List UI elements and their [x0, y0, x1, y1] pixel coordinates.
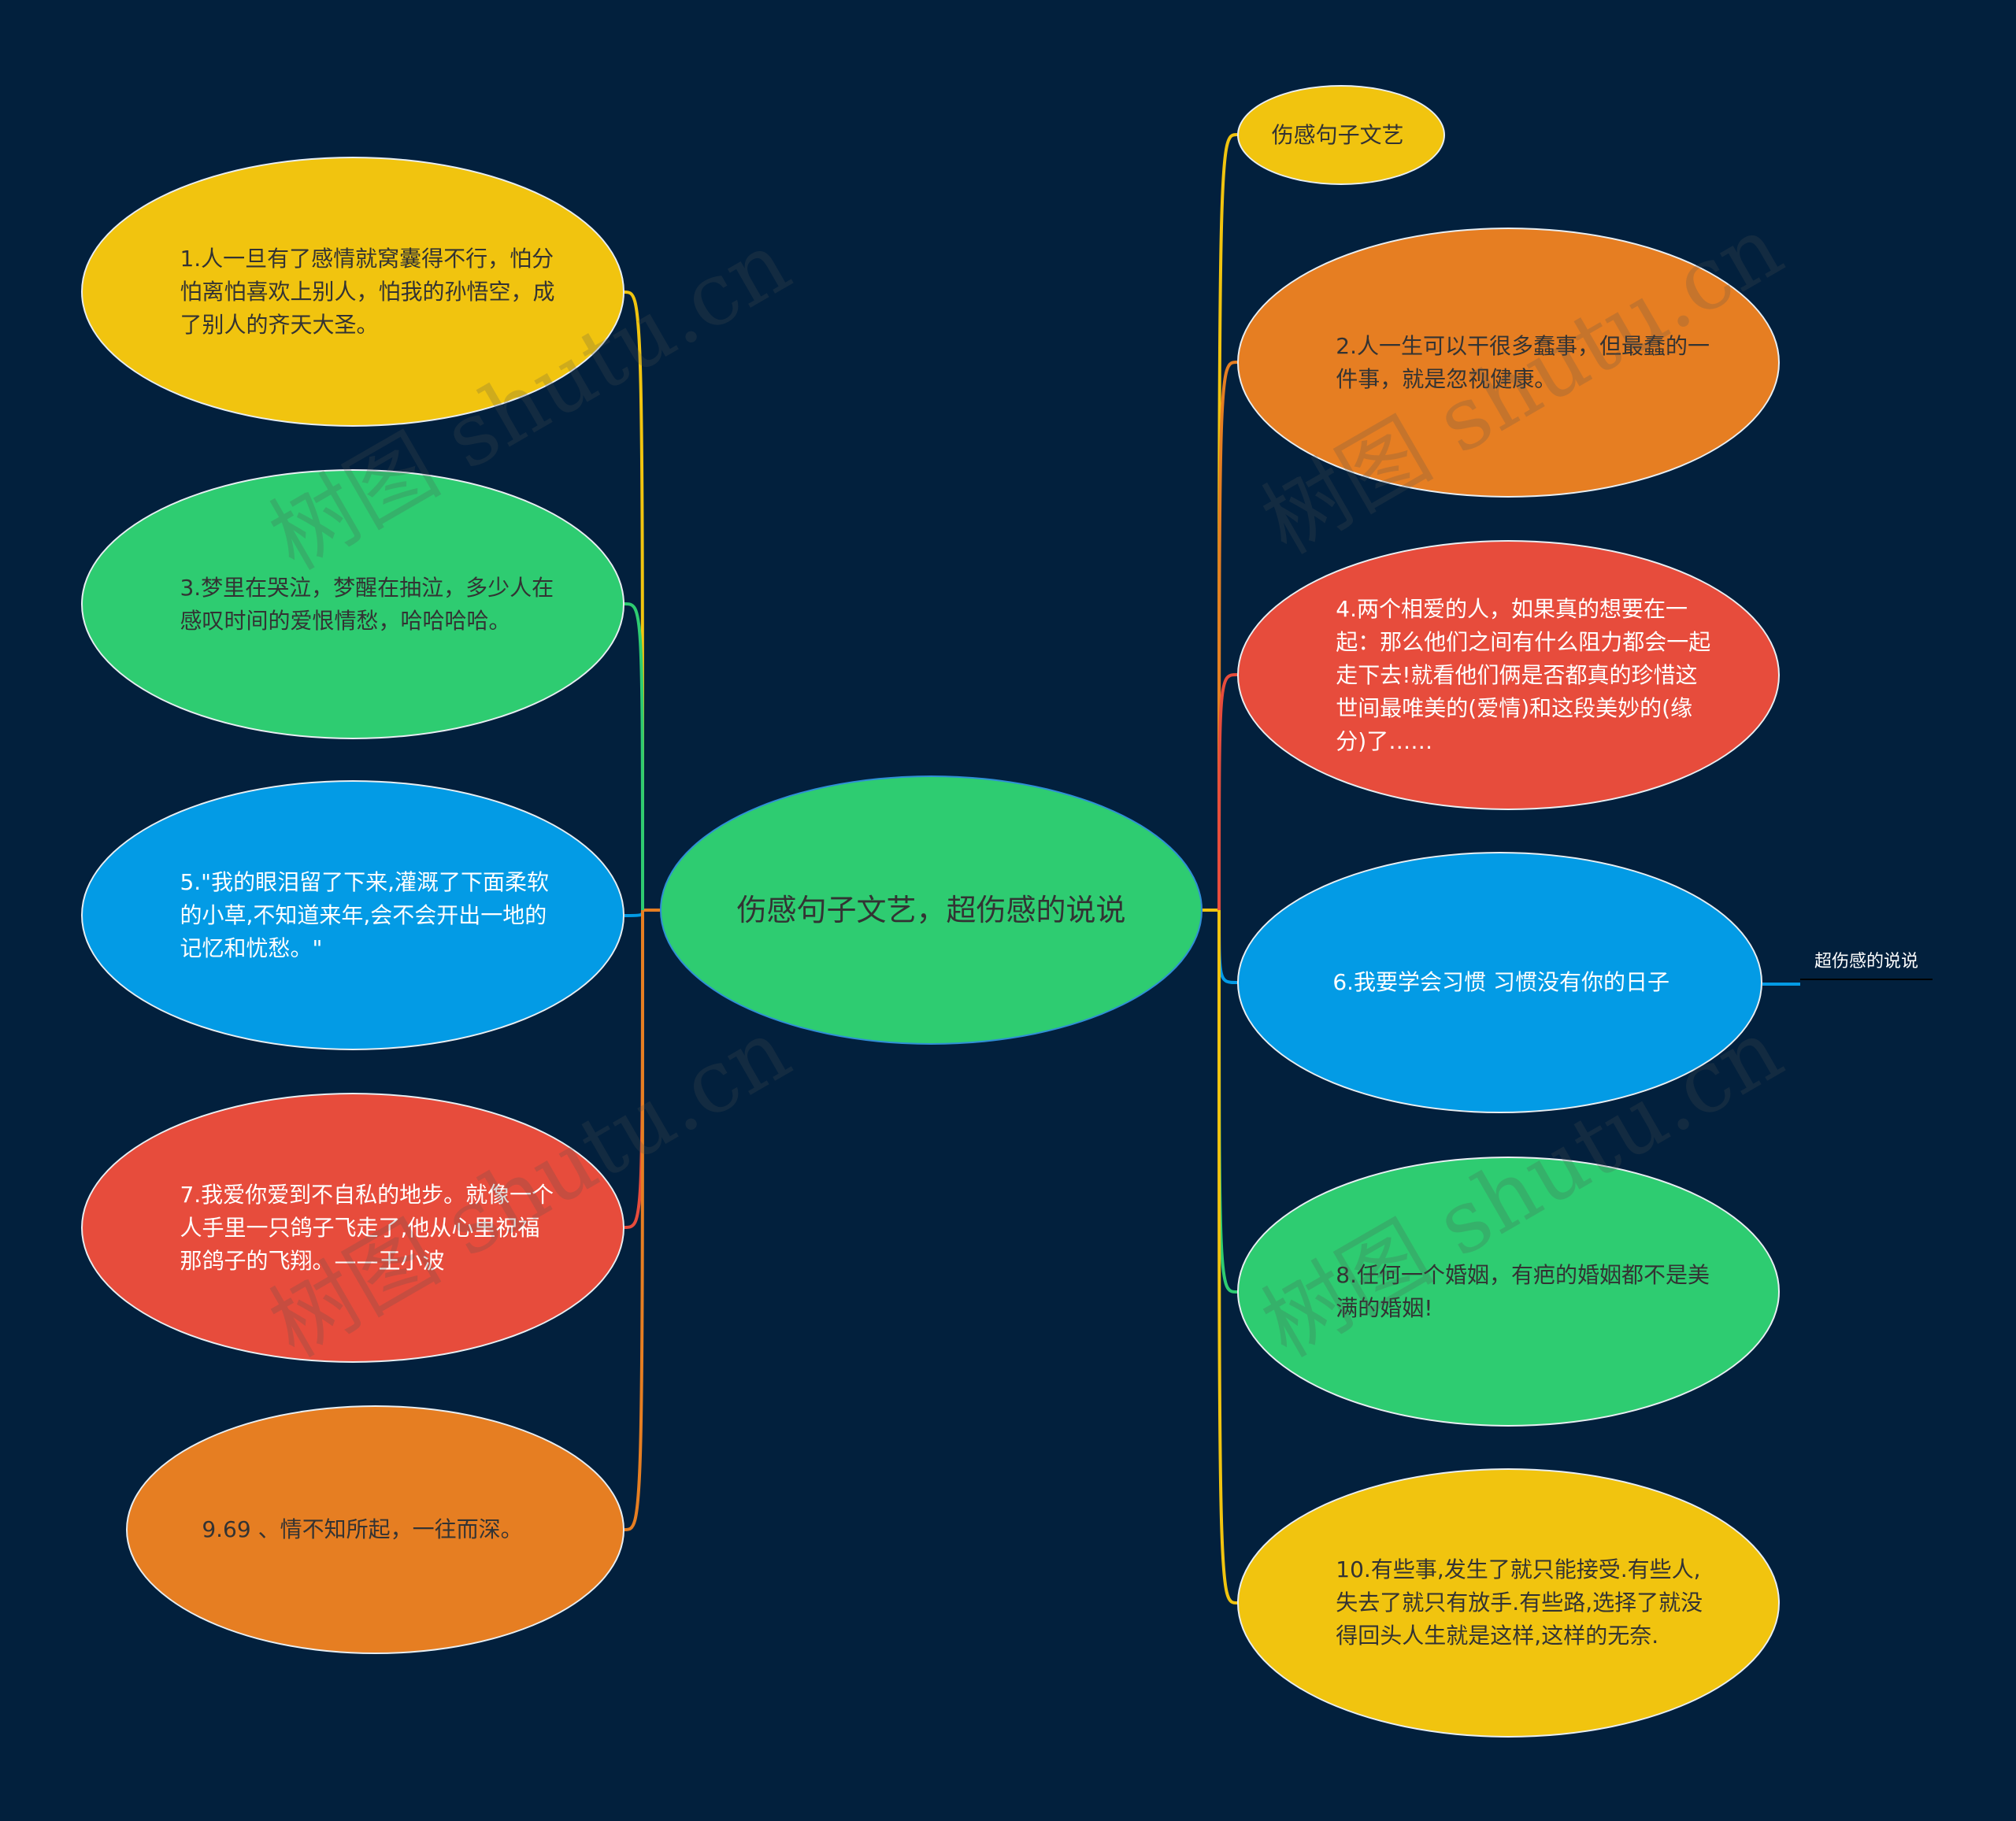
connector-left-3 — [624, 909, 644, 1229]
left-node-3[interactable]: 3.梦里在哭泣，梦醒在抽泣，多少人在感叹时间的爱恨情愁，哈哈哈哈。 — [81, 469, 624, 739]
connector-right-3 — [1217, 909, 1238, 984]
node-label: 2.人一生可以干很多蠢事，但最蠢的一件事，就是忽视健康。 — [1336, 332, 1710, 392]
connector-left-2 — [624, 909, 644, 917]
left-node-7[interactable]: 7.我爱你爱到不自私的地步。就像一个人手里一只鸽子飞走了,他从心里祝福那鸽子的飞… — [81, 1093, 624, 1363]
right-node-title[interactable]: 伤感句子文艺 — [1237, 85, 1445, 185]
left-node-1[interactable]: 1.人一旦有了感情就窝囊得不行，怕分怕离怕喜欢上别人，怕我的孙悟空，成了别人的齐… — [81, 157, 624, 427]
right-node-8[interactable]: 8.任何一个婚姻，有疤的婚姻都不是美满的婚姻! — [1237, 1157, 1780, 1427]
node-label: 10.有些事,发生了就只能接受.有些人, 失去了就只有放手.有些路,选择了就没得… — [1336, 1556, 1703, 1649]
node-label: 3.梦里在哭泣，梦醒在抽泣，多少人在感叹时间的爱恨情愁，哈哈哈哈。 — [180, 574, 554, 634]
connector-left-1 — [624, 602, 644, 911]
connector-right-1 — [1217, 361, 1238, 911]
node-label: 伤感句子文艺 — [1271, 121, 1404, 148]
connector-left-4 — [624, 909, 644, 1531]
right-node-2[interactable]: 2.人一生可以干很多蠢事，但最蠢的一件事，就是忽视健康。 — [1237, 228, 1780, 498]
node-label: 9.69 、情不知所起，一往而深。 — [202, 1516, 523, 1542]
node-label: 5."我的眼泪留了下来,灌溉了下面柔软的小草,不知道来年,会不会开出一地的记忆和… — [180, 868, 549, 961]
central-topic[interactable]: 伤感句子文艺，超伤感的说说 — [660, 775, 1203, 1045]
connector-right-2 — [1217, 673, 1238, 911]
connector-left-0 — [624, 291, 644, 911]
central-topic-label: 伤感句子文艺，超伤感的说说 — [736, 893, 1126, 927]
left-node-5[interactable]: 5."我的眼泪留了下来,灌溉了下面柔软的小草,不知道来年,会不会开出一地的记忆和… — [81, 780, 624, 1050]
node-label: 7.我爱你爱到不自私的地步。就像一个人手里一只鸽子飞走了,他从心里祝福那鸽子的飞… — [180, 1181, 554, 1274]
left-node-9[interactable]: 9.69 、情不知所起，一往而深。 — [126, 1405, 624, 1654]
connector-right-5 — [1217, 909, 1238, 1604]
node-label: 1.人一旦有了感情就窝囊得不行，怕分怕离怕喜欢上别人，怕我的孙悟空，成了别人的齐… — [180, 245, 555, 338]
node-label: 8.任何一个婚姻，有疤的婚姻都不是美满的婚姻! — [1336, 1261, 1710, 1321]
right-node-10[interactable]: 10.有些事,发生了就只能接受.有些人, 失去了就只有放手.有些路,选择了就没得… — [1237, 1468, 1780, 1738]
right-node-6[interactable]: 6.我要学会习惯 习惯没有你的日子 — [1237, 852, 1762, 1113]
connector-right-0 — [1217, 133, 1238, 911]
node-label: 6.我要学会习惯 习惯没有你的日子 — [1332, 969, 1670, 995]
sub-node-label[interactable]: 超伤感的说说 — [1800, 947, 1933, 980]
right-node-4[interactable]: 4.两个相爱的人，如果真的想要在一起：那么他们之间有什么阻力都会一起走下去!就看… — [1237, 540, 1780, 810]
node-label: 4.两个相爱的人，如果真的想要在一起：那么他们之间有什么阻力都会一起走下去!就看… — [1336, 595, 1711, 754]
